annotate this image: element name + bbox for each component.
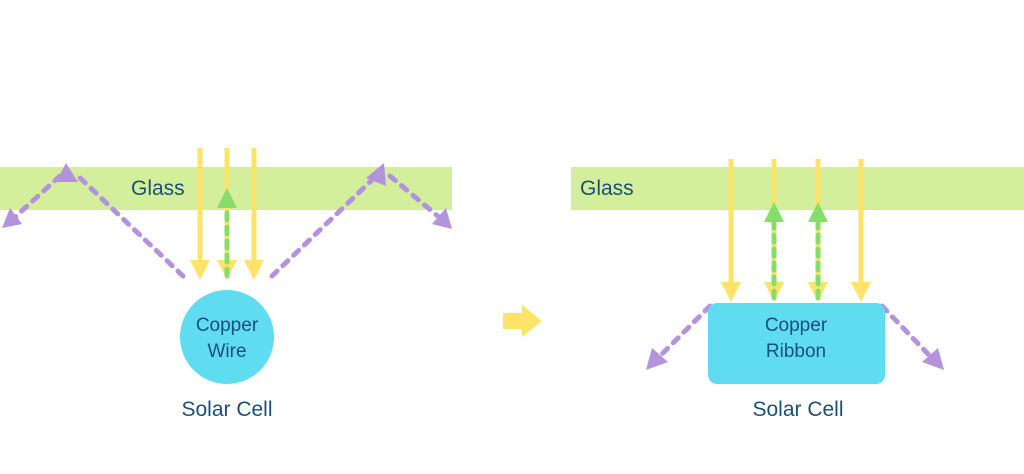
right-scatter-ray-left — [657, 303, 713, 359]
left-solar-cell-label: Solar Cell — [181, 398, 273, 421]
copper-wire-label-line1: Copper — [195, 315, 259, 336]
copper-ribbon-label: Copper Ribbon — [736, 313, 856, 365]
right-reflected-arrowhead-1 — [764, 202, 784, 222]
right-scattered-rays — [657, 303, 933, 359]
right-arrow-icon — [503, 305, 542, 337]
left-glass-label: Glass — [131, 177, 185, 200]
copper-wire-shape — [180, 290, 274, 384]
left-panel — [0, 148, 452, 384]
right-sun-arrowhead-4 — [851, 282, 871, 302]
right-glass-label: Glass — [580, 177, 634, 200]
copper-ribbon-label-line1: Copper — [764, 315, 828, 336]
left-scatter-arrowhead-bottom-left — [2, 208, 22, 228]
left-scatter-arrowhead-top-right — [366, 163, 386, 186]
left-scatter-arrowhead-top-left — [56, 163, 78, 182]
right-scatter-arrowhead-left — [646, 348, 668, 370]
right-sun-arrowhead-1 — [721, 282, 741, 302]
copper-ribbon-shape — [708, 303, 885, 384]
left-scatter-ray-right — [269, 177, 375, 279]
left-scatter-ray-right-return — [387, 173, 443, 221]
copper-ribbon-label-line2: Ribbon — [765, 341, 827, 362]
right-scatter-ray-right — [879, 303, 933, 359]
right-scatter-arrowhead-right — [922, 348, 944, 370]
left-scattered-rays — [11, 173, 443, 279]
right-panel — [571, 159, 1024, 384]
left-reflected-arrowhead — [217, 188, 237, 208]
left-sun-arrowhead-3 — [244, 260, 264, 280]
left-scatter-ray-left — [75, 173, 186, 279]
copper-wire-label: Copper Wire — [177, 313, 277, 365]
right-reflected-arrowhead-2 — [808, 202, 828, 222]
right-solar-cell-label: Solar Cell — [752, 398, 844, 421]
left-scatter-ray-left-return — [11, 173, 63, 221]
copper-wire-label-line2: Wire — [207, 341, 247, 362]
left-scatter-arrowhead-bottom-right — [432, 208, 452, 229]
left-sun-arrowhead-1 — [190, 260, 210, 280]
right-glass-layer — [571, 167, 1024, 210]
